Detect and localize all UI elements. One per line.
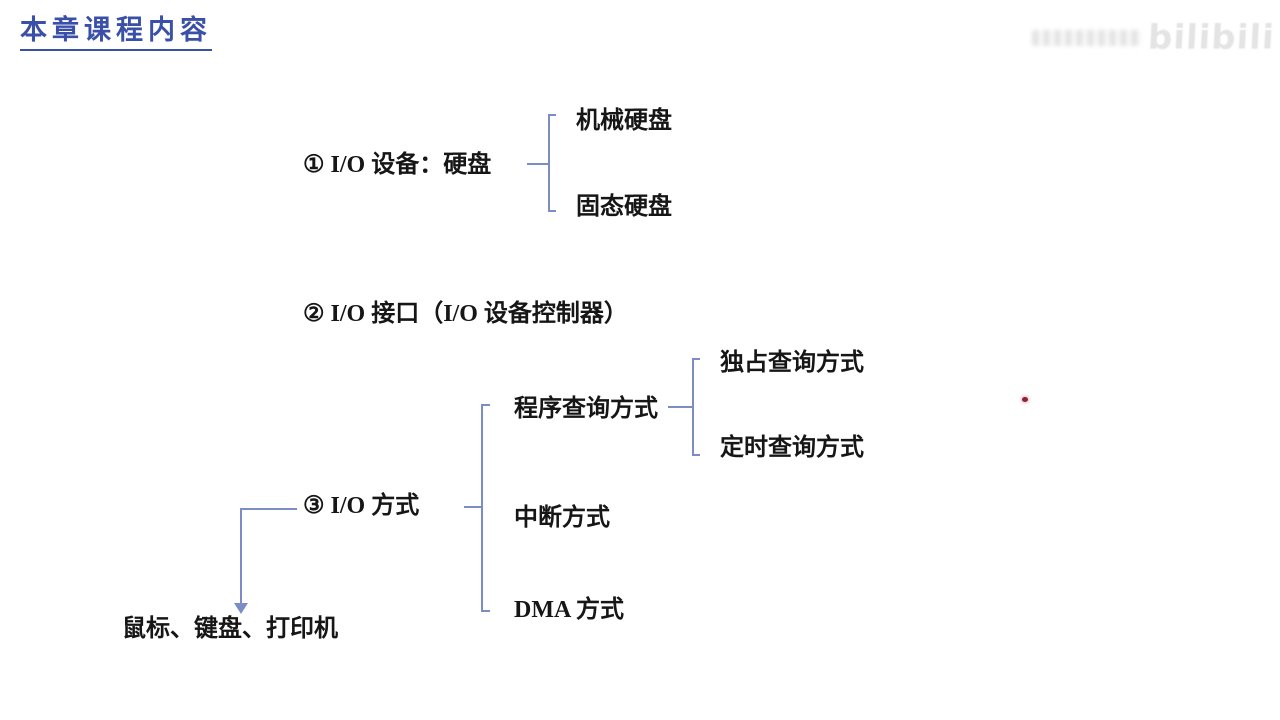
laser-pointer-dot [1022,397,1028,402]
connector-io-device-stem [527,163,549,165]
bilibili-logo: bilibili [1146,18,1276,58]
uploader-watermark-smudge [1032,30,1142,46]
node-exclusive-query: 独占查询方式 [720,350,864,376]
node-ssd: 固态硬盘 [576,194,672,220]
node-timed-query: 定时查询方式 [720,435,864,461]
bracket-io-device [548,114,556,212]
arrow-examples-head [234,603,248,614]
node-dma: DMA 方式 [514,597,624,623]
node-io-device: ① I/O 设备：硬盘 [303,152,492,178]
node-examples: 鼠标、键盘、打印机 [122,616,338,642]
arrow-examples-hline [240,508,297,510]
bracket-program-query [692,358,700,456]
node-program-query: 程序查询方式 [514,396,658,422]
node-io-interface: ② I/O 接口（I/O 设备控制器） [303,301,628,327]
connector-io-method-stem [464,506,483,508]
arrow-examples-vline [240,508,242,604]
page-title: 本章课程内容 [20,8,212,51]
connector-program-query-stem [668,406,694,408]
bracket-io-method [481,404,490,612]
node-interrupt: 中断方式 [514,505,610,531]
node-io-method: ③ I/O 方式 [303,493,420,519]
node-hdd: 机械硬盘 [576,108,672,134]
